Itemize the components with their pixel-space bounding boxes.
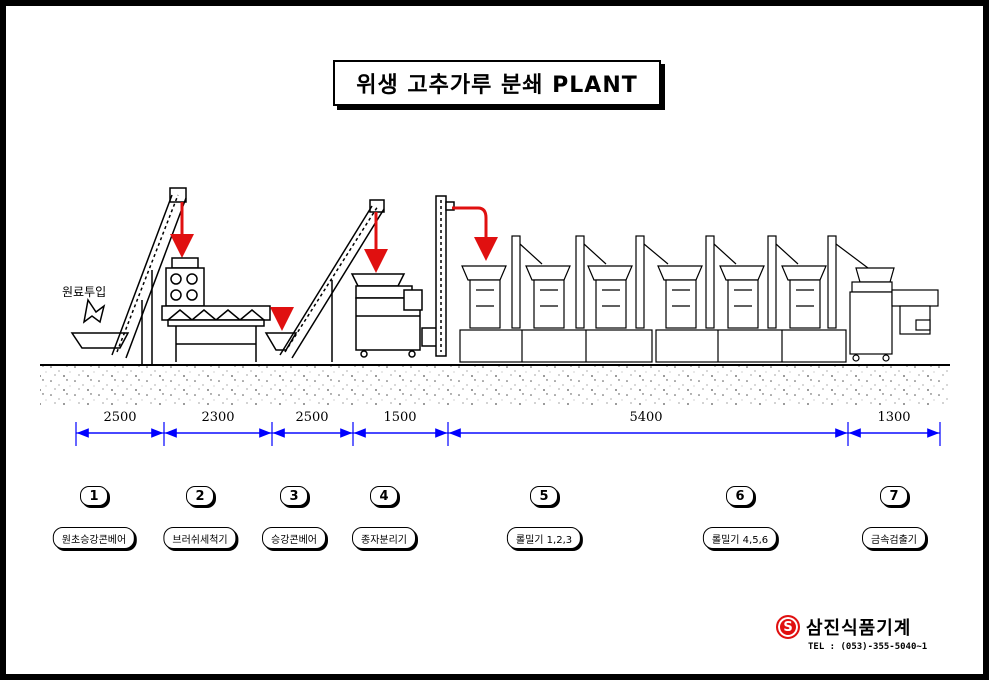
station-number-1: 1 [80,486,108,506]
station-number-4: 4 [370,486,398,506]
brush-washer [161,257,294,362]
station-label-2: 브러쉬세척기 [163,527,237,549]
feed-label: 원료투입 [62,285,107,299]
station-number-7: 7 [880,486,908,506]
feed-hopper [70,298,130,349]
dimension-1: 2500 [101,410,139,425]
roll-mill-group-2 [643,235,847,363]
dimension-2: 2300 [199,410,237,425]
dimension-4: 1500 [381,410,419,425]
station-label-6: 롤밀기 4,5,6 [702,527,778,549]
dimension-5: 5400 [627,410,665,425]
ground [40,364,950,406]
station-label-5: 롤밀기 1,2,3 [506,527,582,549]
metal-detector [835,243,939,362]
plant-title: 위생 고추가루 분쇄 PLANT [333,60,661,106]
station-label-1: 원초승강콘베어 [52,527,136,549]
station-number-6: 6 [726,486,754,506]
company-telephone: TEL : (053)-355-5040~1 [808,642,928,652]
dimension-line [75,422,941,446]
station-label-7: 금속검출기 [862,527,926,549]
station-label-4: 종자분리기 [352,527,416,549]
station-label-3: 승강콘베어 [262,527,326,549]
dimension-6: 1300 [875,410,913,425]
company-name: 삼진식품기계 [806,618,912,639]
company-logo: S 삼진식품기계 [776,614,911,640]
station-number-3: 3 [280,486,308,506]
roll-mill-group-1 [459,235,653,363]
dimension-3: 2500 [293,410,331,425]
station-number-2: 2 [186,486,214,506]
lift-conveyor [264,199,388,362]
station-number-5: 5 [530,486,558,506]
logo-mark: S [776,615,800,639]
bucket-elevator [435,195,498,357]
raw-material-conveyor [111,187,194,365]
seed-separator [350,273,439,358]
